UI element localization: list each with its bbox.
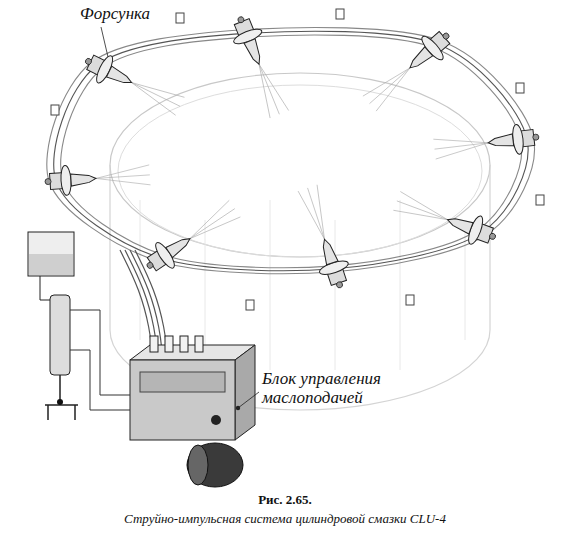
oil-spray: [397, 201, 448, 220]
injector-nozzle: [71, 172, 97, 186]
unit-front: [130, 360, 235, 440]
injector-nozzle: [244, 39, 265, 67]
oil-spray: [132, 74, 185, 107]
motor-end: [188, 445, 208, 485]
injector-fitting: [442, 32, 450, 40]
part-label: Форсунка: [80, 5, 150, 24]
injector-fitting: [237, 16, 245, 24]
oil-spray: [259, 64, 279, 114]
injector-nozzle: [166, 234, 193, 258]
pipe-clamp: [516, 83, 524, 93]
unit-outlet: [180, 336, 188, 352]
oil-tank-group: [28, 232, 130, 420]
unit-outlet: [150, 336, 158, 352]
injector: [392, 187, 501, 252]
pipe-clamp: [246, 300, 254, 310]
pipe-clamp: [406, 295, 414, 305]
injector-fitting: [84, 57, 92, 65]
cylinder-outline: [110, 73, 490, 410]
oil-spray: [184, 200, 234, 238]
injector: [79, 47, 186, 120]
pipe-clamp: [536, 195, 544, 205]
filter-stand: [45, 375, 78, 420]
oil-level: [29, 254, 73, 275]
cylinder-shading: [335, 220, 336, 370]
oil-pipe-ring: [54, 31, 528, 270]
oil-spray: [96, 175, 151, 189]
oil-spray: [127, 83, 180, 116]
unit-outlet: [165, 336, 173, 352]
injector-fitting: [146, 261, 154, 269]
oil-spray: [96, 175, 150, 179]
injector-nozzle: [406, 47, 433, 73]
injector: [293, 183, 354, 292]
oil-spray: [363, 60, 410, 103]
oil-spray: [190, 209, 235, 239]
unit-side: [235, 345, 255, 440]
leader-line: [101, 27, 108, 57]
oil-pipe-ring: [61, 35, 522, 268]
unit-knob: [211, 415, 221, 425]
oil-spray: [259, 60, 289, 114]
injector: [139, 196, 243, 279]
unit-outlet: [195, 336, 203, 352]
oil-spray: [433, 133, 488, 149]
oil-pipe-ring: [47, 27, 535, 273]
cylinder-bore: [118, 85, 482, 257]
drain-valve: [57, 399, 63, 405]
oil-tank: [28, 232, 74, 276]
oil-spray: [435, 143, 489, 149]
control-unit: [130, 336, 255, 487]
cylinder-wall: [110, 165, 490, 410]
injector-flange: [60, 165, 72, 196]
cylinder-shading: [465, 220, 466, 340]
figure-caption: Рис. 2.65.: [10, 493, 560, 507]
injector-nozzle: [487, 134, 513, 149]
injector-nozzle: [319, 237, 338, 265]
oil-spray: [298, 188, 324, 242]
injector-nozzle: [445, 214, 473, 234]
oil-spray: [190, 209, 240, 247]
pump-motor: [187, 443, 243, 487]
injector: [44, 160, 151, 197]
leader-dot: [236, 406, 240, 410]
supply-pipe: [40, 276, 50, 300]
oil-spray: [308, 188, 325, 239]
injector: [360, 23, 459, 115]
injector-nozzle: [106, 66, 134, 88]
oil-spray: [397, 192, 451, 220]
leader-line: [238, 392, 259, 408]
injector: [226, 11, 293, 120]
cylinder-top: [110, 73, 490, 257]
injector-fitting: [533, 134, 540, 141]
part-label: Блок управления маслоподачей: [262, 370, 432, 407]
oil-spray: [95, 165, 150, 179]
injector-fitting: [489, 232, 497, 240]
cylinder-shading: [270, 200, 271, 370]
oil-spray: [370, 68, 410, 104]
oil-spray: [250, 64, 280, 118]
pipe-clamp: [176, 13, 184, 23]
caption-text: Струйно-импульсная система цилиндровой с…: [10, 512, 560, 526]
oil-spray: [370, 68, 417, 111]
injector: [433, 122, 541, 164]
injector-fitting: [45, 178, 51, 184]
pipe-clamp: [336, 9, 344, 19]
injector-fitting: [336, 281, 344, 289]
oil-spray: [132, 83, 181, 107]
oil-filter: [50, 295, 70, 375]
oil-spray: [308, 185, 334, 239]
unit-top: [130, 345, 255, 360]
oil-spray: [435, 143, 490, 159]
cylinder-shading: [400, 200, 401, 370]
feed-pipe: [70, 310, 130, 410]
unit-panel: [140, 372, 225, 392]
pipe-clamp: [51, 105, 59, 115]
